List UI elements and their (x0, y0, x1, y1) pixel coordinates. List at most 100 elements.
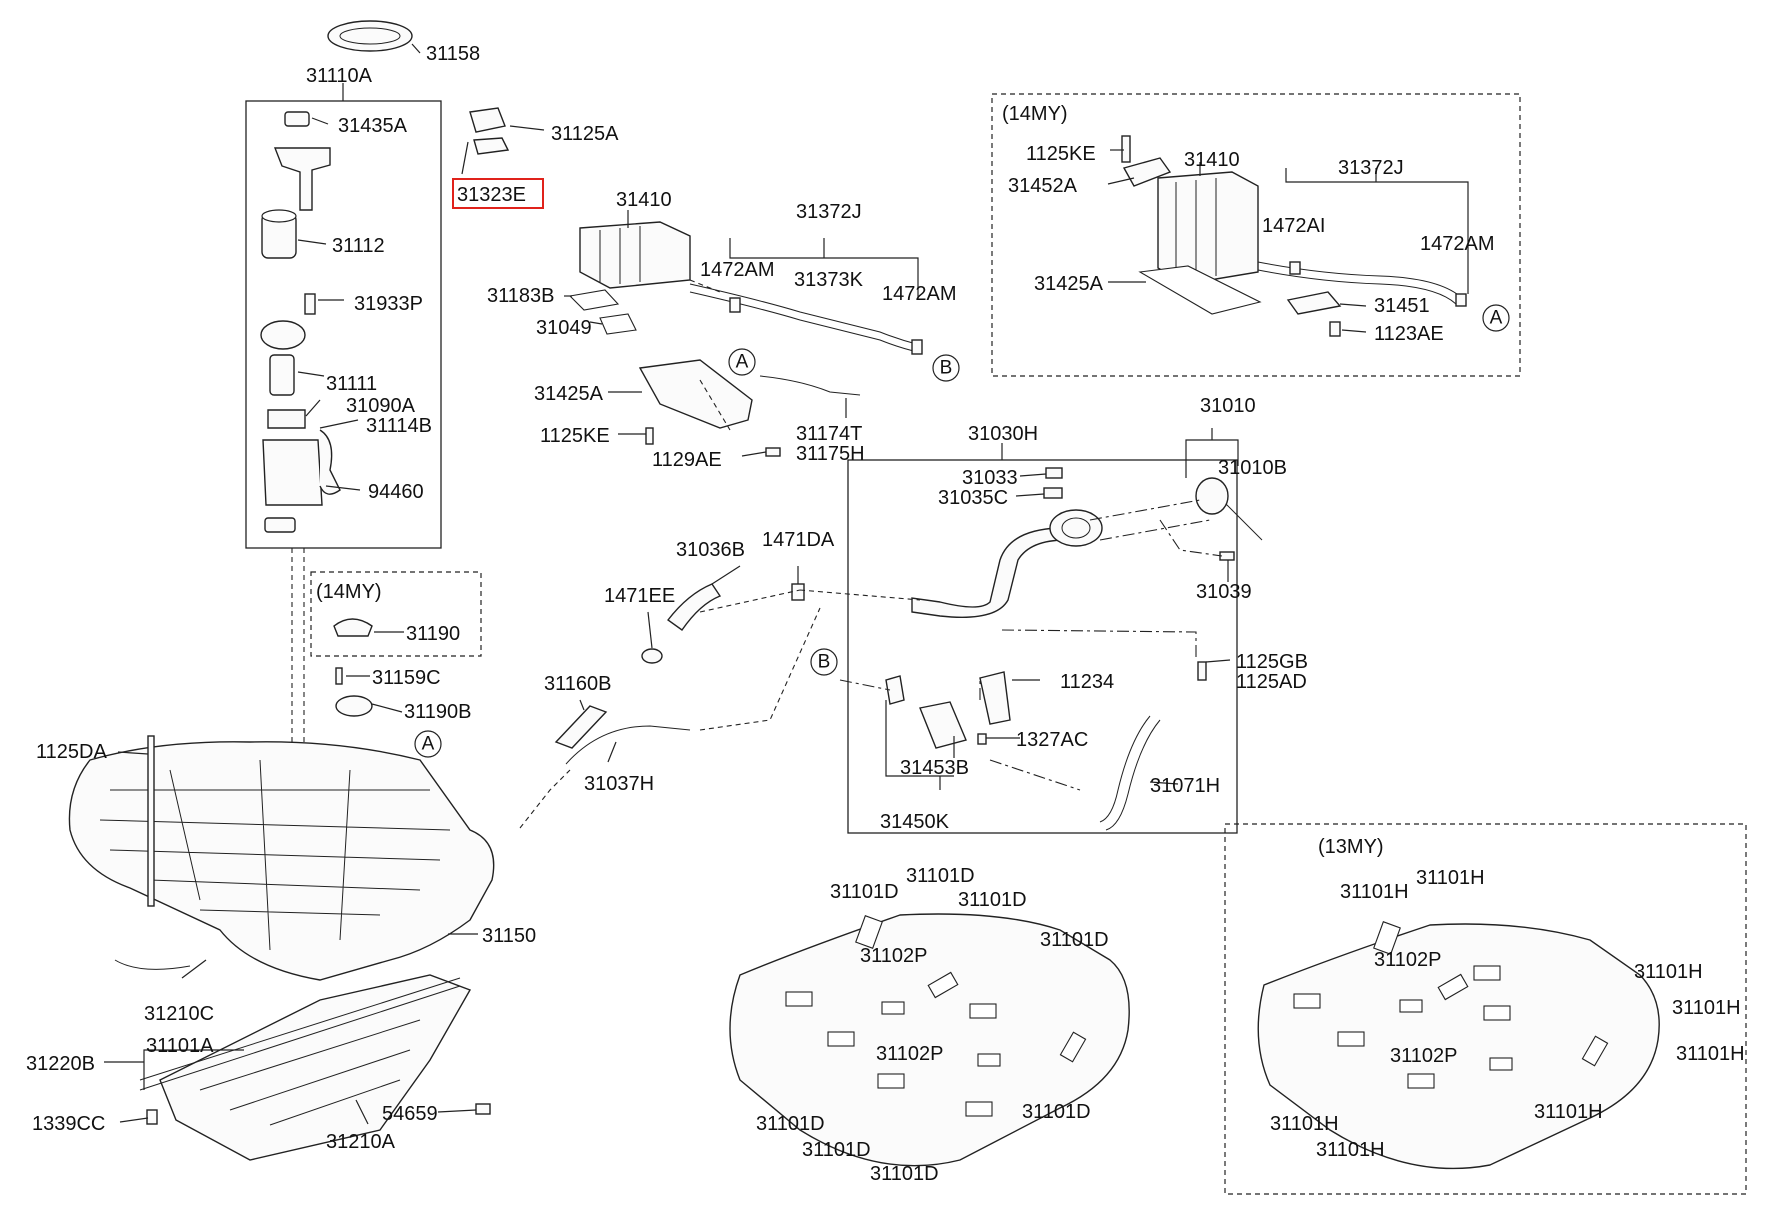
label-31183B: 31183B (487, 285, 554, 307)
sender-94460 (319, 429, 341, 495)
group-label-14my-cover: (14MY) (316, 581, 382, 603)
label-31372J-14my: 31372J (1338, 157, 1404, 179)
highlight-box (452, 178, 544, 209)
strap-31210C (114, 959, 191, 970)
vapor-hose-31174T (759, 375, 861, 396)
label-1472AM-b: 1472AM (882, 283, 957, 305)
bracket-31452A (1122, 157, 1172, 187)
label-31190: 31190 (406, 623, 460, 645)
label-31101H-7: 31101H (1270, 1113, 1339, 1135)
bracket-31425A-main (638, 359, 753, 429)
callout-a-1-text: A (736, 352, 749, 373)
pad-h102p-a (1399, 999, 1423, 1013)
leader-lines (104, 43, 1469, 1125)
label-31102P-h-b: 31102P (1390, 1045, 1457, 1067)
connector-31323E (473, 137, 510, 155)
hose-31372J-14my (1257, 261, 1463, 299)
callout-b-1: B (932, 354, 960, 382)
clip-1472AM-a (729, 297, 741, 313)
pump-31111 (269, 354, 295, 396)
pad-h4 (1407, 1073, 1435, 1089)
cap-31010 (1195, 477, 1229, 515)
pad-h102p-b (1489, 1057, 1513, 1071)
bolt-31159C (335, 667, 343, 685)
hose-31071H-b (1105, 719, 1161, 831)
main-canister-parts (568, 221, 923, 457)
pad-d5 (927, 971, 959, 999)
label-31037H: 31037H (584, 773, 654, 795)
pad-tank-31101D (729, 913, 1130, 1167)
canister-31410 (579, 221, 691, 289)
part-labels: 31158 31110A 31435A 31125A 31323E 31112 … (26, 43, 1745, 1185)
pad-h6 (1473, 965, 1501, 981)
cover-31190 (333, 618, 373, 637)
hose-31372J-14my-b (1257, 269, 1457, 305)
clamp-1471EE (641, 648, 663, 664)
group-label-13my-pads: (13MY) (1318, 836, 1384, 858)
label-31933P: 31933P (354, 293, 423, 315)
gasket-31158-outline (327, 20, 413, 52)
pipe-31037H (565, 725, 691, 765)
label-31125A: 31125A (551, 123, 619, 145)
hose-31036B (667, 583, 722, 631)
valve-31453B (919, 701, 967, 749)
filler-cap-seat-inner (1061, 517, 1091, 539)
pump-flange (273, 147, 331, 211)
label-31101H-2: 31101H (1416, 867, 1485, 889)
label-31010: 31010 (1200, 395, 1256, 417)
filler-neck-assembly-box (847, 459, 1238, 834)
label-31452A: 31452A (1008, 175, 1078, 197)
pad-h8 (1581, 1035, 1609, 1067)
label-31101D-5: 31101D (1022, 1101, 1091, 1123)
ring-31190B (335, 695, 373, 717)
label-1339CC: 1339CC (32, 1113, 105, 1135)
label-31036B: 31036B (676, 539, 745, 561)
label-1125KE-14my: 1125KE (1026, 143, 1096, 165)
label-31323E: 31323E (457, 184, 526, 206)
group-label-14my-evap: (14MY) (1002, 103, 1068, 125)
fuel-tank-parts (68, 735, 495, 1161)
label-1125GB: 1125GB (1236, 651, 1308, 673)
label-1125AD: 1125AD (1236, 671, 1307, 693)
label-31101H-6: 31101H (1534, 1101, 1603, 1123)
label-31101H-3: 31101H (1634, 961, 1703, 983)
fuel-hoses (333, 583, 805, 765)
callout-a-1: A (728, 348, 756, 376)
tether-31010B (1225, 503, 1263, 541)
label-31102P-d-a: 31102P (860, 945, 927, 967)
label-31101D-1: 31101D (830, 881, 899, 903)
label-31110A: 31110A (306, 65, 373, 87)
label-1327AC: 1327AC (1016, 729, 1088, 751)
pad-h1 (1373, 921, 1401, 955)
label-31102P-d-b: 31102P (876, 1043, 943, 1065)
valve-31933P (304, 293, 316, 315)
bracket-31090A (267, 409, 306, 429)
pads-13my-box (1224, 823, 1747, 1195)
label-31033: 31033 (962, 467, 1018, 489)
clip-1472AI (1289, 261, 1301, 275)
filter-31112-top (261, 209, 297, 223)
label-54659: 54659 (382, 1103, 438, 1125)
bolt-1125KE-main (645, 427, 654, 445)
pad-h7 (1483, 1005, 1511, 1021)
evap-canister-14my-box (991, 93, 1521, 377)
label-31101D-3: 31101D (958, 889, 1027, 911)
callout-a-2: A (1482, 304, 1510, 332)
pad-31049 (599, 313, 637, 335)
label-31101A: 31101A (146, 1035, 214, 1057)
bolt-1129AE (765, 447, 781, 457)
bolt-1125KE-14my (1121, 135, 1131, 163)
fuel-pump-parts (260, 20, 510, 533)
callout-a-2-text: A (1490, 308, 1503, 329)
tank-outline-31101D (729, 913, 1130, 1167)
callout-b-2-text: B (818, 652, 831, 673)
clip-31450K-part (885, 675, 905, 705)
tank-ribs (99, 759, 451, 951)
shield-ribs (199, 1019, 421, 1126)
label-31101H-1: 31101H (1340, 881, 1409, 903)
label-31101D-2: 31101D (906, 865, 975, 887)
reservoir-31114B (262, 439, 323, 506)
shield-31210A (159, 974, 472, 1161)
pad-d6 (969, 1003, 997, 1019)
pump-to-tank-route (291, 548, 305, 742)
